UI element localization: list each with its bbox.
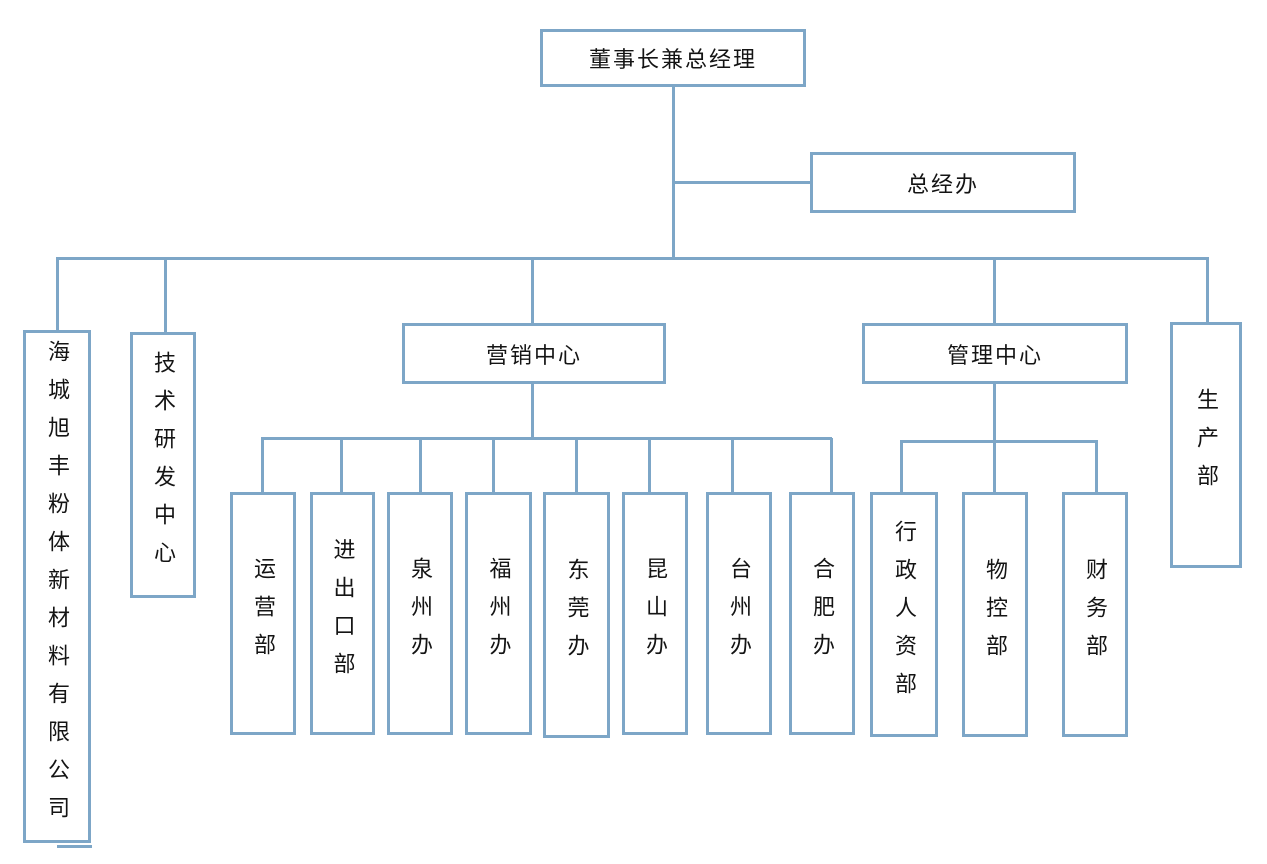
- connector-drop-management: [993, 258, 996, 325]
- connector-drop-production: [1206, 257, 1209, 324]
- connector-drop-fuzhou: [492, 438, 495, 493]
- node-hefei-office: 合肥办: [789, 492, 855, 735]
- connector-management-hbar: [900, 440, 1098, 443]
- node-tech-rd-center: 技术研发中心: [130, 332, 196, 598]
- connector-drop-finance: [1095, 441, 1098, 493]
- node-quanzhou-office: 泉州办: [387, 492, 453, 735]
- connector-staff-branch: [675, 181, 810, 184]
- node-production-dept: 生产部: [1170, 322, 1242, 568]
- connector-management-trunk: [993, 383, 996, 442]
- connector-main-horizontal: [56, 257, 1209, 260]
- connector-drop-operations: [261, 438, 264, 493]
- connector-drop-material-control: [993, 441, 996, 493]
- node-kunshan-office: 昆山办: [622, 492, 688, 735]
- node-general-manager-office: 总经办: [810, 152, 1076, 213]
- stray-line-fragment: [57, 845, 92, 848]
- connector-drop-admin-hr: [900, 441, 903, 493]
- connector-drop-hefei: [830, 438, 833, 493]
- node-fuzhou-office: 福州办: [465, 492, 532, 735]
- node-taizhou-office: 台州办: [706, 492, 772, 735]
- connector-drop-quanzhou: [419, 438, 422, 493]
- node-admin-hr-dept: 行政人资部: [870, 492, 938, 737]
- node-finance-dept: 财务部: [1062, 492, 1128, 737]
- connector-drop-taizhou: [731, 438, 734, 493]
- connector-drop-kunshan: [648, 438, 651, 493]
- connector-drop-dongguan: [575, 438, 578, 493]
- node-company-name: 海城旭丰粉体新材料有限公司: [23, 330, 91, 843]
- connector-drop-import-export: [340, 438, 343, 493]
- node-management-center: 管理中心: [862, 323, 1128, 384]
- node-chairman-gm: 董事长兼总经理: [540, 29, 806, 87]
- node-import-export-dept: 进出口部: [310, 492, 375, 735]
- connector-drop-company: [56, 258, 59, 332]
- connector-root-trunk: [672, 86, 675, 259]
- node-material-control-dept: 物控部: [962, 492, 1028, 737]
- connector-marketing-trunk: [531, 383, 534, 439]
- connector-marketing-hbar: [261, 437, 832, 440]
- connector-drop-tech: [164, 258, 167, 334]
- node-marketing-center: 营销中心: [402, 323, 666, 384]
- node-operations-dept: 运营部: [230, 492, 296, 735]
- connector-drop-marketing: [531, 258, 534, 325]
- node-dongguan-office: 东莞办: [543, 492, 610, 738]
